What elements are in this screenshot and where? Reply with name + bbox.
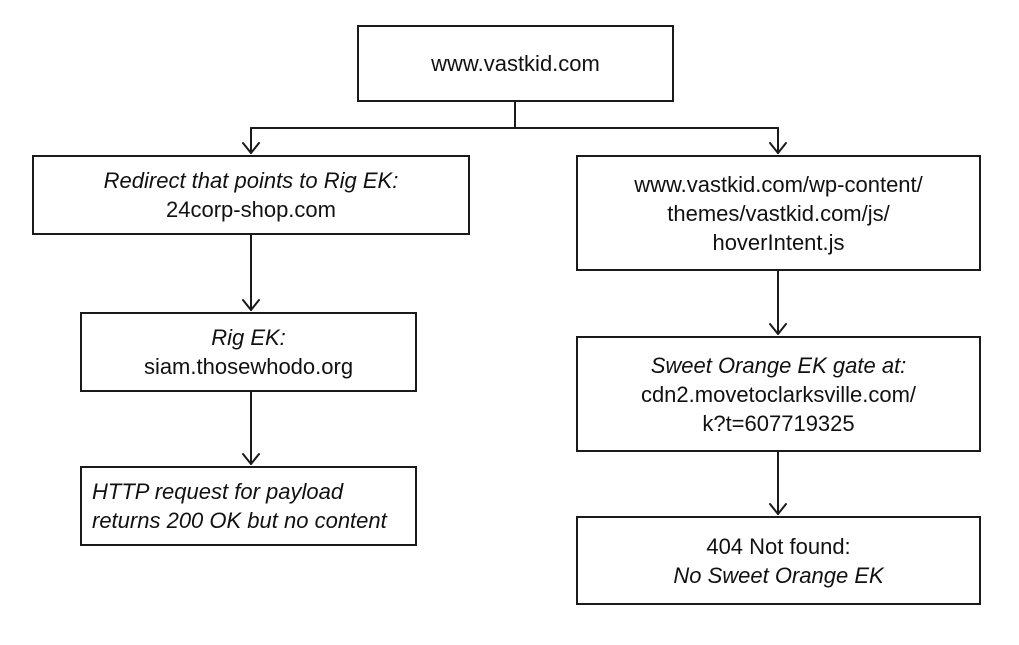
arrowhead-rig-ek (242, 299, 260, 311)
node-rig-ek-domain: siam.thosewhodo.org (143, 354, 354, 379)
node-sweet-orange-gate: Sweet Orange EK gate at: cdn2.movetoclar… (576, 336, 981, 452)
node-redirect-domain: 24corp-shop.com (166, 197, 336, 222)
node-root-site: www.vastkid.com (357, 25, 674, 102)
node-not-found-note: No Sweet Orange EK (673, 562, 884, 588)
node-hover-intent-script: www.vastkid.com/wp-content/ themes/vastk… (576, 155, 981, 271)
node-payload-request-line-2: returns 200 OK but no content (92, 508, 387, 533)
arrowhead-sweet-orange (769, 323, 787, 335)
node-hover-intent-line-3: hoverIntent.js (712, 229, 845, 255)
arrowhead-hover-intent (769, 142, 787, 154)
node-not-found: 404 Not found: No Sweet Orange EK (576, 516, 981, 605)
arrowhead-not-found (769, 503, 787, 515)
node-payload-request-line-1: HTTP request for payload (92, 479, 344, 504)
arrowhead-redirect (242, 142, 260, 154)
node-redirect: Redirect that points to Rig EK: 24corp-s… (32, 155, 470, 235)
node-hover-intent-line-1: www.vastkid.com/wp-content/ (634, 171, 923, 197)
node-root-site-text: www.vastkid.com (431, 51, 600, 76)
node-rig-ek: Rig EK: siam.thosewhodo.org (80, 312, 417, 392)
node-payload-request: HTTP request for payload returns 200 OK … (80, 466, 417, 546)
arrowhead-payload (242, 453, 260, 465)
node-sweet-orange-gate-label: Sweet Orange EK gate at: (650, 352, 907, 378)
node-redirect-label: Redirect that points to Rig EK: (103, 168, 399, 193)
node-rig-ek-label: Rig EK: (211, 325, 286, 350)
node-sweet-orange-gate-line-2: k?t=607719325 (702, 410, 855, 436)
node-hover-intent-line-2: themes/vastkid.com/js/ (667, 200, 890, 226)
node-sweet-orange-gate-line-1: cdn2.movetoclarksville.com/ (640, 381, 917, 407)
node-not-found-status: 404 Not found: (706, 533, 851, 559)
